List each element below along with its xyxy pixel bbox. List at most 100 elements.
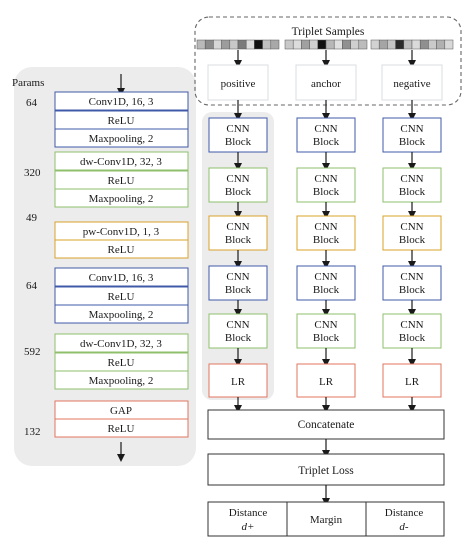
- lr-box: [382, 363, 442, 398]
- distance-negative-symbol: d-: [399, 521, 409, 533]
- param-count: 64: [26, 280, 38, 292]
- cnn-block-label: Block: [399, 332, 426, 344]
- cnn-block-label: CNN: [400, 123, 423, 135]
- sequence-cell: [229, 39, 239, 50]
- layer-label: Maxpooling, 2: [89, 133, 154, 145]
- sequence-cell: [309, 39, 319, 50]
- layer-label: Maxpooling, 2: [89, 375, 154, 387]
- cnn-block-label: Block: [313, 186, 340, 198]
- cnn-block-label: Block: [313, 284, 340, 296]
- cnn-block-label: Block: [399, 284, 426, 296]
- sequence-cell: [370, 39, 380, 50]
- param-count: 64: [26, 97, 38, 109]
- sequence-cell: [350, 39, 360, 50]
- layer-label: ReLU: [108, 175, 135, 187]
- sequence-cell: [333, 39, 343, 50]
- cnn-block-label: CNN: [314, 319, 337, 331]
- layer-box: [54, 188, 189, 208]
- sequence-cell: [196, 39, 206, 50]
- sequence-cell: [284, 39, 294, 50]
- sequence-cell: [419, 39, 429, 50]
- layer-box: [54, 128, 189, 148]
- layer-label: pw-Conv1D, 1, 3: [83, 226, 160, 238]
- cnn-block-label: CNN: [226, 173, 249, 185]
- sequence-cell: [403, 39, 413, 50]
- sequence-cell: [292, 39, 302, 50]
- cnn-block-label: Block: [225, 136, 252, 148]
- positive-input-box: [207, 64, 269, 101]
- distance-negative-label: Distance: [385, 507, 424, 519]
- lr-label: LR: [319, 376, 334, 388]
- cnn-block-label: Block: [225, 284, 252, 296]
- sequence-cell: [254, 39, 263, 50]
- output-row: [207, 501, 445, 537]
- cnn-block-label: Block: [399, 136, 426, 148]
- lr-box: [208, 363, 268, 398]
- layer-label: ReLU: [108, 244, 135, 256]
- negative-input-box: [381, 64, 443, 101]
- layer-box: [54, 91, 189, 111]
- param-count: 320: [24, 167, 41, 179]
- sequence-cell: [270, 39, 280, 50]
- negative-input-label: negative: [393, 78, 430, 90]
- layer-box: [54, 418, 189, 438]
- layer-label: dw-Conv1D, 32, 3: [80, 338, 162, 350]
- cnn-block-label: CNN: [314, 123, 337, 135]
- concatenate-label: Concatenate: [298, 419, 355, 431]
- layer-label: ReLU: [108, 115, 135, 127]
- cnn-block-label: CNN: [400, 319, 423, 331]
- sequence-cell: [325, 39, 335, 50]
- anchor-input-box: [295, 64, 357, 101]
- sequence-cell: [436, 39, 446, 50]
- cnn-block-label: CNN: [226, 221, 249, 233]
- sequence-cell: [262, 39, 272, 50]
- params-header: Params: [12, 77, 44, 89]
- sequence-cell: [378, 39, 388, 50]
- lr-label: LR: [231, 376, 246, 388]
- cnn-block-label: CNN: [314, 173, 337, 185]
- sequence-cell: [213, 39, 222, 50]
- layer-box: [54, 304, 189, 324]
- layer-label: Maxpooling, 2: [89, 309, 154, 321]
- cnn-block: [382, 313, 442, 349]
- cnn-block-label: Block: [225, 186, 252, 198]
- layer-label: Conv1D, 16, 3: [89, 96, 154, 108]
- layer-label: Conv1D, 16, 3: [89, 272, 154, 284]
- sequence-cell: [245, 39, 255, 50]
- cnn-block: [208, 313, 268, 349]
- layer-label: ReLU: [108, 291, 135, 303]
- layer-label: Maxpooling, 2: [89, 193, 154, 205]
- cnn-block-label: Block: [225, 234, 252, 246]
- distance-positive-label: Distance: [229, 507, 268, 519]
- layer-label: ReLU: [108, 423, 135, 435]
- sequence-cell: [395, 39, 405, 50]
- cnn-block-label: Block: [313, 332, 340, 344]
- cnn-block: [382, 215, 442, 251]
- cnn-block-label: Block: [399, 234, 426, 246]
- layer-box: [54, 267, 189, 287]
- cnn-block-label: CNN: [400, 271, 423, 283]
- cnn-block-label: CNN: [226, 123, 249, 135]
- positive-input-label: positive: [221, 78, 256, 90]
- margin-label: Margin: [310, 514, 343, 526]
- cnn-block-label: CNN: [400, 221, 423, 233]
- layer-label: dw-Conv1D, 32, 3: [80, 156, 162, 168]
- sequence-cell: [317, 39, 327, 50]
- distance-positive-symbol: d+: [242, 521, 255, 533]
- cnn-block: [382, 265, 442, 301]
- sequence-cell: [204, 39, 214, 50]
- cnn-block: [296, 117, 356, 153]
- sequence-cell: [387, 39, 396, 50]
- layer-label: GAP: [110, 405, 132, 417]
- cnn-block-label: Block: [399, 186, 426, 198]
- sequence-cell: [342, 39, 351, 50]
- cnn-block: [296, 265, 356, 301]
- layer-stack: Conv1D, 16, 3 ReLU Maxpooling, 2 dw-Conv1D,…: [54, 91, 189, 438]
- cnn-block: [208, 265, 268, 301]
- sequence-strips: [196, 39, 454, 50]
- cnn-block-label: CNN: [400, 173, 423, 185]
- sequence-cell: [221, 39, 231, 50]
